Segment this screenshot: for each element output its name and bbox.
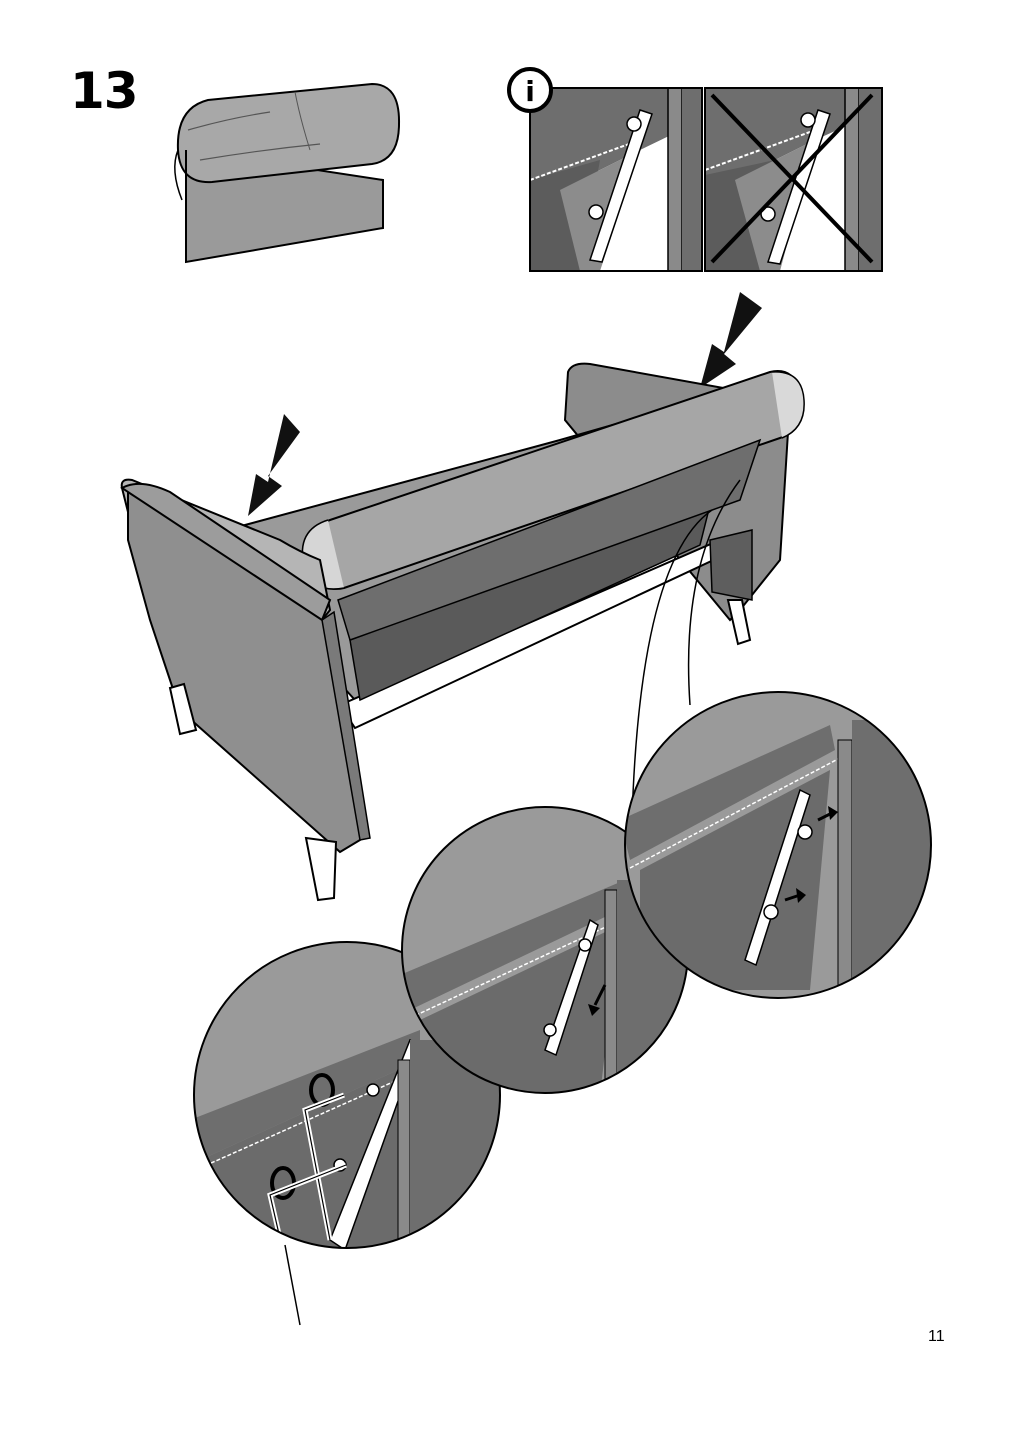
- detail-circle-2: [401, 806, 689, 1094]
- hex-key-icon: [284, 1244, 301, 1326]
- detail-circle-3: [624, 691, 932, 999]
- info-detail-panels: i: [507, 67, 883, 272]
- correct-detail-frame: [530, 88, 702, 271]
- arrow-icon: [700, 292, 762, 388]
- arrow-icon: [784, 806, 838, 903]
- sofa-illustration: [120, 362, 805, 902]
- hex-key-icon: [267, 1092, 347, 1248]
- bolster-cushion-illustration: [174, 82, 401, 264]
- info-icon-glyph: i: [525, 75, 535, 108]
- page-number: 11: [928, 1328, 945, 1345]
- arrow-icon: [248, 414, 300, 516]
- incorrect-detail-frame: [705, 88, 882, 271]
- callout-lines: [631, 479, 741, 821]
- step-number: 13: [70, 62, 139, 120]
- info-icon: i: [507, 67, 553, 113]
- arrow-icon: [588, 984, 607, 1016]
- detail-circle-1: [193, 941, 501, 1326]
- cross-icon: [710, 93, 874, 264]
